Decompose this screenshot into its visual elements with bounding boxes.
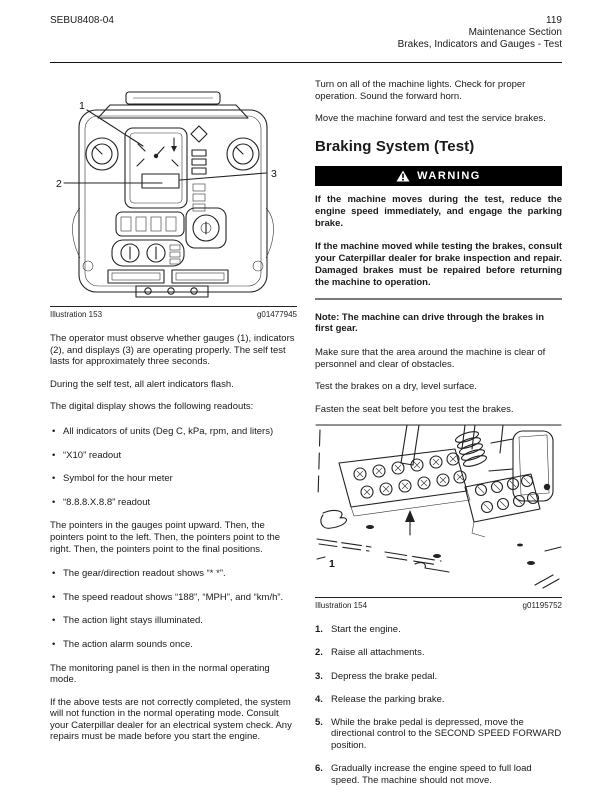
figure-caption-code: g01477945 (256, 310, 297, 319)
monitoring-panel-illustration: 1 2 3 (56, 91, 277, 298)
header-subsection: Brakes, Indicators and Gauges - Test (397, 39, 562, 50)
arrow-marker (405, 510, 415, 523)
pedal-studs (474, 475, 540, 514)
bullet-marker: • (52, 568, 56, 580)
figure-153: 1 2 3 Illustration 153 g01477945 (50, 88, 297, 319)
section-heading: Braking System (Test) (315, 137, 475, 155)
warning-text: If the machine moved while testing the b… (315, 240, 562, 288)
step-item: 5. While the brake pedal is depressed, m… (315, 716, 562, 751)
step-item: 6. Gradually increase the engine speed t… (315, 763, 532, 786)
note-label: Note: (315, 311, 340, 323)
paragraph: Turn on all of the machine lights. Check… (315, 79, 526, 102)
step-item: 1. Start the engine. (315, 624, 401, 636)
paragraph: During the self test, all alert indicato… (50, 378, 234, 390)
paragraph: Test the brakes on a dry, level surface. (315, 381, 477, 393)
step-number: 6. (315, 763, 323, 774)
paragraph: The pointers in the gauges point upward.… (50, 520, 281, 555)
brake-pedals-illustration: 1 (315, 424, 562, 589)
bullet-item: • Symbol for the hour meter (52, 473, 173, 485)
left-column: 1 2 3 Illustration 153 g01477945 The ope… (50, 74, 297, 754)
bullet-item: • The speed readout shows “188”, “MPH”, … (52, 591, 284, 603)
callout-3-label: 3 (271, 168, 277, 180)
figure-caption-label: Illustration 153 (50, 310, 103, 319)
bullet-item: • “X10” readout (52, 449, 122, 461)
warning-header-bar: WARNING (315, 165, 562, 186)
figure-154: 1 Illustration 154 g01195752 (315, 423, 562, 610)
paragraph: Make sure that the area around the machi… (315, 346, 546, 370)
bullet-marker: • (52, 591, 56, 603)
pedal-studs (353, 452, 467, 499)
bullet-item: • The action alarm sounds once. (52, 638, 193, 650)
paragraph: Fasten the seat belt before you test the… (315, 403, 514, 415)
step-item: 2. Raise all attachments. (315, 647, 425, 659)
paragraph: The monitoring panel is then in the norm… (50, 662, 270, 686)
bullet-marker: • (52, 425, 56, 437)
figure-153-caption: Illustration 153 g01477945 (50, 306, 297, 319)
step-number: 3. (315, 670, 323, 682)
bullet-marker: • (52, 496, 56, 508)
callout-2-label: 2 (56, 178, 62, 190)
paragraph: Move the machine forward and test the se… (315, 113, 546, 125)
step-number: 1. (315, 624, 323, 636)
warning-box: WARNING If the machine moves during the … (315, 165, 562, 300)
page-header-block: 119 Maintenance Section Brakes, Indicato… (398, 15, 562, 51)
header-divider (50, 62, 562, 63)
callout-1-label: 1 (329, 558, 335, 570)
bullet-item: • The gear/direction readout shows “* *”… (52, 568, 226, 580)
warning-triangle-icon (396, 170, 410, 182)
paragraph: The digital display shows the following … (50, 401, 254, 413)
bullet-marker: • (52, 615, 56, 627)
warning-label: WARNING (417, 169, 481, 182)
doc-code: SEBU8408-04 (50, 15, 114, 26)
header-section: Maintenance Section (468, 27, 562, 38)
bullet-item: • “8.8.8.X.8.8” readout (52, 496, 151, 508)
paragraph: The operator must observe whether gauges… (50, 333, 295, 368)
step-number: 2. (315, 647, 323, 659)
callout-1-label: 1 (79, 100, 85, 112)
step-number: 4. (315, 693, 323, 705)
note-paragraph: Note: The machine can drive through the … (315, 312, 562, 335)
page-number: 119 (546, 15, 562, 26)
figure-caption-label: Illustration 154 (315, 601, 368, 611)
figure-caption-code: g01195752 (522, 601, 562, 611)
bullet-item: • All indicators of units (Deg C, kPa, r… (52, 425, 274, 437)
step-number: 5. (315, 716, 323, 728)
bullet-marker: • (52, 449, 56, 461)
warning-text: If the machine moves during the test, re… (315, 193, 562, 229)
step-item: 4. Release the parking brake. (315, 693, 445, 705)
figure-154-caption: Illustration 154 g01195752 (315, 597, 562, 610)
note-text: The machine can drive through the brakes… (315, 311, 545, 335)
step-item: 3. Depress the brake pedal. (315, 670, 438, 682)
bullet-item: • The action light stays illuminated. (52, 615, 203, 627)
bullet-marker: • (52, 473, 56, 485)
paragraph: If the above tests are not correctly com… (50, 696, 292, 743)
bullet-marker: • (52, 638, 56, 650)
right-column: Turn on all of the machine lights. Check… (315, 74, 562, 792)
